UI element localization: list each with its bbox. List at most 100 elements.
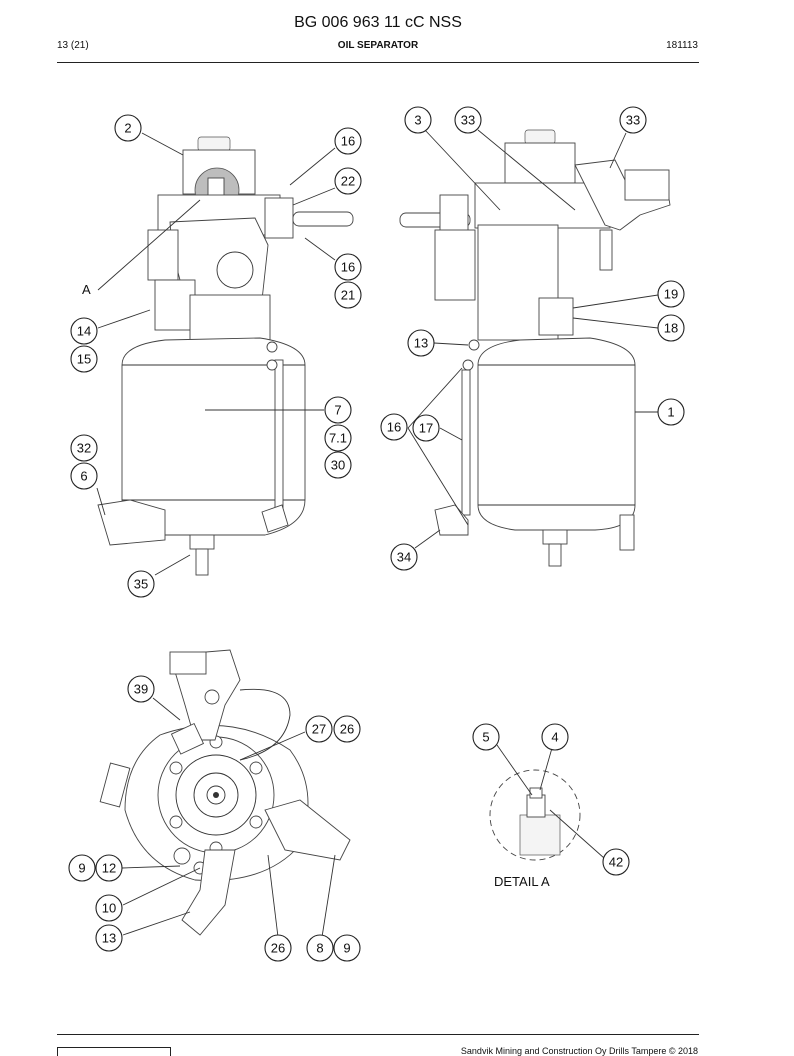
callout-circle [68, 854, 96, 882]
callout-circle [657, 314, 685, 342]
callout-3: 3 [404, 106, 432, 134]
callout-circle [334, 167, 362, 195]
callout-13: 13 [407, 329, 435, 357]
callout-16: 16 [334, 253, 362, 281]
callout-circle [324, 396, 352, 424]
oil-separator-side-view [399, 129, 671, 567]
callout-circle [602, 848, 630, 876]
callout-label: 7.1 [329, 431, 347, 446]
callout-label: 6 [80, 469, 87, 484]
callout-circle [95, 924, 123, 952]
callout-label: 17 [419, 421, 433, 436]
callout-circle [380, 413, 408, 441]
detail-a-caption: DETAIL A [494, 874, 550, 889]
callout-label: 12 [102, 861, 116, 876]
callout-30: 30 [324, 451, 352, 479]
callout-label: 18 [664, 321, 678, 336]
callout-circle [70, 317, 98, 345]
callout-16: 16 [380, 413, 408, 441]
callout-34: 34 [390, 543, 418, 571]
callout-label: 33 [461, 113, 475, 128]
callout-circle [305, 715, 333, 743]
callout-circle [333, 715, 361, 743]
section-title: OIL SEPARATOR [337, 40, 419, 51]
oil-separator-top-view [99, 649, 351, 938]
callout-label: 2 [124, 121, 131, 136]
callout-circle [472, 723, 500, 751]
callout-circle [70, 434, 98, 462]
callout-label: 3 [414, 113, 421, 128]
callout-label: 9 [78, 861, 85, 876]
callout-35: 35 [127, 570, 155, 598]
callout-label: 34 [397, 550, 411, 565]
callout-7: 7 [324, 396, 352, 424]
callout-6: 6 [70, 462, 98, 490]
callout-5: 5 [472, 723, 500, 751]
callout-circle [334, 127, 362, 155]
company-logo [57, 1047, 171, 1056]
callout-circle [70, 462, 98, 490]
callout-18: 18 [657, 314, 685, 342]
callout-circle [334, 281, 362, 309]
callout-circle [95, 894, 123, 922]
callout-circle [334, 253, 362, 281]
detail-a-view [489, 744, 605, 861]
callout-39: 39 [127, 675, 155, 703]
callout-13: 13 [95, 924, 123, 952]
callout-label: 13 [102, 931, 116, 946]
callout-21: 21 [334, 281, 362, 309]
callout-circle [657, 398, 685, 426]
callout-17: 17 [412, 414, 440, 442]
callout-circle [324, 424, 352, 452]
callout-label: 30 [331, 458, 345, 473]
callout-label: 32 [77, 441, 91, 456]
callout-circle [114, 114, 142, 142]
callout-label: 10 [102, 901, 116, 916]
callout-12: 12 [95, 854, 123, 882]
callout-7-1: 7.1 [324, 424, 352, 452]
callout-circle [127, 675, 155, 703]
callout-19: 19 [657, 280, 685, 308]
callout-label: 27 [312, 722, 326, 737]
callout-circle [127, 570, 155, 598]
callout-label: 16 [341, 260, 355, 275]
callout-circle [70, 345, 98, 373]
callout-circle [412, 414, 440, 442]
callout-label: 4 [551, 730, 558, 745]
revision-code: 181113 [666, 40, 698, 51]
callout-label: 26 [271, 941, 285, 956]
callout-circle [404, 106, 432, 134]
callout-4: 4 [541, 723, 569, 751]
callout-label: 8 [316, 941, 323, 956]
callout-label: 22 [341, 174, 355, 189]
callout-15: 15 [70, 345, 98, 373]
callout-label: 33 [626, 113, 640, 128]
callout-circle [541, 723, 569, 751]
callout-label: 26 [340, 722, 354, 737]
callout-circle [407, 329, 435, 357]
callout-label: 7 [334, 403, 341, 418]
callout-label: 16 [387, 420, 401, 435]
callout-33: 33 [454, 106, 482, 134]
oil-separator-front-view [96, 132, 354, 576]
callout-10: 10 [95, 894, 123, 922]
callout-42: 42 [602, 848, 630, 876]
callout-22: 22 [334, 167, 362, 195]
callout-circle [390, 543, 418, 571]
callout-label: 16 [341, 134, 355, 149]
page-number: 13 (21) [57, 40, 89, 51]
callout-label: 14 [77, 324, 91, 339]
callout-label: 5 [482, 730, 489, 745]
callout-circle [264, 934, 292, 962]
detail-a-marker: A [82, 282, 91, 297]
callout-26: 26 [333, 715, 361, 743]
callout-label: 21 [341, 288, 355, 303]
footer-copyright: Sandvik Mining and Construction Oy Drill… [460, 1046, 698, 1056]
callout-label: 1 [667, 405, 674, 420]
callout-label: 9 [343, 941, 350, 956]
callout-label: 13 [414, 336, 428, 351]
footer-rule [57, 1034, 699, 1035]
callout-14: 14 [70, 317, 98, 345]
callout-16: 16 [334, 127, 362, 155]
